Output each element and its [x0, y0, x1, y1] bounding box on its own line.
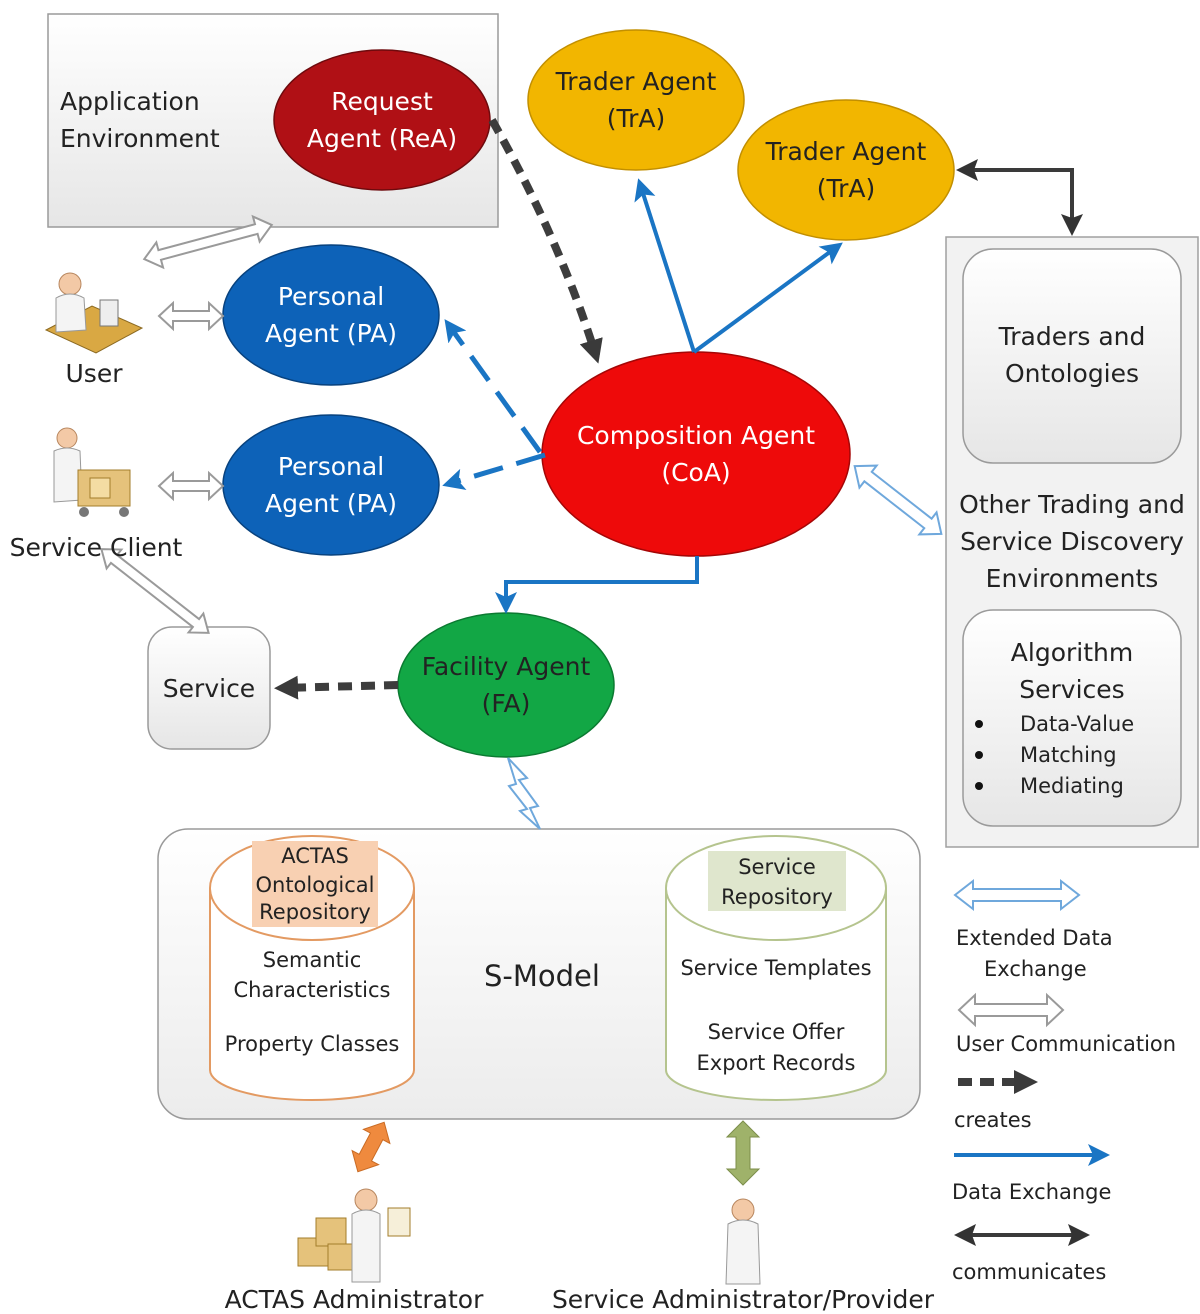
personal-agent-1[interactable]: Personal Agent (PA)	[222, 244, 440, 386]
service-offer-line2: Export Records	[697, 1051, 856, 1075]
s-model-title: S-Model	[484, 959, 600, 993]
legend-extended-line1: Extended Data	[956, 926, 1113, 950]
fa-to-service-creates-arrow	[274, 675, 399, 700]
traders-ontologies-box[interactable]: Traders and Ontologies	[962, 248, 1182, 464]
facility-agent-line2: (FA)	[482, 689, 531, 718]
coa-extended-exchange-arrow	[853, 464, 943, 536]
traders-line1: Traders and	[998, 322, 1146, 351]
coa-to-trader1-arrow	[634, 178, 696, 353]
trader-agent-2-line2: (TrA)	[817, 174, 875, 203]
composition-agent-line2: (CoA)	[661, 458, 730, 487]
other-env-line2: Service Discovery	[960, 527, 1184, 556]
client-service-comm-arrow	[100, 548, 210, 634]
service-label: Service	[163, 674, 255, 703]
composition-agent-line1: Composition Agent	[577, 421, 815, 450]
legend: Extended Data Exchange User Communicatio…	[952, 878, 1176, 1284]
fa-smodel-extended-arrow	[507, 757, 541, 830]
coa-to-trader2-arrow	[692, 242, 843, 354]
s-model-box: S-Model ACTAS Ontological Repository Sem…	[157, 828, 921, 1120]
service-client-icon	[53, 427, 131, 517]
other-env-line1: Other Trading and	[959, 490, 1185, 519]
trader-agent-2-line1: Trader Agent	[765, 137, 927, 166]
user-label: User	[66, 359, 124, 388]
legend-user-comm-icon	[957, 992, 1065, 1028]
personal-agent-1-line1: Personal	[278, 282, 384, 311]
user-at-desk-icon	[44, 272, 144, 354]
facility-agent[interactable]: Facility Agent (FA)	[397, 612, 615, 758]
traders-line2: Ontologies	[1005, 359, 1139, 388]
actas-administrator-icon	[297, 1188, 411, 1283]
actas-admin-arrow	[351, 1121, 391, 1173]
algo-item: Matching	[1020, 743, 1117, 767]
right-panel: Traders and Ontologies Other Trading and…	[945, 236, 1199, 848]
actas-repo-line3: Repository	[259, 900, 371, 924]
service-repo-line1: Service	[738, 855, 816, 879]
coa-to-fa-arrow	[495, 556, 699, 614]
legend-extended-icon	[953, 878, 1081, 912]
service-offer-line1: Service Offer	[708, 1020, 845, 1044]
rea-to-coa-creates-arrow	[488, 118, 603, 364]
trader-agent-1-line1: Trader Agent	[555, 67, 717, 96]
personal-agent-2-line1: Personal	[278, 452, 384, 481]
request-agent-line2: Agent (ReA)	[307, 124, 457, 153]
legend-communicates: communicates	[952, 1260, 1106, 1284]
legend-creates: creates	[954, 1108, 1032, 1132]
algo-line2: Services	[1019, 675, 1124, 704]
trader-agent-1[interactable]: Trader Agent (TrA)	[527, 29, 745, 171]
trader-agent-2[interactable]: Trader Agent (TrA)	[737, 99, 955, 241]
bullet-icon	[975, 751, 983, 759]
trader-agent-1-line2: (TrA)	[607, 104, 665, 133]
service-administrator-icon	[725, 1198, 761, 1285]
service-box[interactable]: Service	[147, 626, 271, 750]
appenv-user-comm-arrow	[142, 214, 274, 270]
personal-agent-2-line2: Agent (PA)	[265, 489, 397, 518]
semantic-line1: Semantic	[263, 948, 362, 972]
client-pa2-comm-arrow	[157, 470, 225, 502]
actas-repository-cylinder[interactable]: ACTAS Ontological Repository Semantic Ch…	[209, 835, 415, 1101]
bullet-icon	[975, 720, 983, 728]
service-repository-cylinder[interactable]: Service Repository Service Templates Ser…	[665, 835, 887, 1101]
service-templates: Service Templates	[680, 956, 871, 980]
facility-agent-line1: Facility Agent	[422, 652, 591, 681]
legend-user-comm: User Communication	[956, 1032, 1176, 1056]
personal-agent-2[interactable]: Personal Agent (PA)	[222, 414, 440, 556]
app-env-line2: Environment	[60, 124, 220, 153]
trader2-communicates-arrow	[966, 168, 1083, 236]
service-repo-line2: Repository	[721, 885, 833, 909]
coa-to-pa2-arrow	[442, 452, 546, 490]
other-env-line3: Environments	[986, 564, 1159, 593]
service-admin-arrow	[725, 1120, 761, 1186]
legend-extended-line2: Exchange	[984, 957, 1087, 981]
bullet-icon	[975, 782, 983, 790]
legend-data-exchange: Data Exchange	[952, 1180, 1111, 1204]
algo-item: Data-Value	[1020, 712, 1134, 736]
app-env-line1: Application	[60, 87, 200, 116]
algo-item: Mediating	[1020, 774, 1124, 798]
composition-agent[interactable]: Composition Agent (CoA)	[541, 351, 851, 557]
semantic-line2: Characteristics	[233, 978, 390, 1002]
user-pa1-comm-arrow	[157, 300, 225, 332]
actas-repo-line2: Ontological	[255, 873, 374, 897]
algo-line1: Algorithm	[1011, 638, 1133, 667]
service-administrator-label: Service Administrator/Provider	[552, 1285, 935, 1314]
coa-to-pa1-arrow	[444, 319, 543, 454]
property-classes: Property Classes	[225, 1032, 400, 1056]
actas-administrator-label: ACTAS Administrator	[225, 1285, 485, 1314]
actas-repo-line1: ACTAS	[281, 844, 349, 868]
personal-agent-1-line2: Agent (PA)	[265, 319, 397, 348]
algorithm-services-box[interactable]: Algorithm Services Data-Value Matching M…	[962, 609, 1182, 827]
service-client-label: Service Client	[10, 533, 183, 562]
request-agent-line1: Request	[331, 87, 433, 116]
request-agent[interactable]: Request Agent (ReA)	[273, 49, 491, 191]
